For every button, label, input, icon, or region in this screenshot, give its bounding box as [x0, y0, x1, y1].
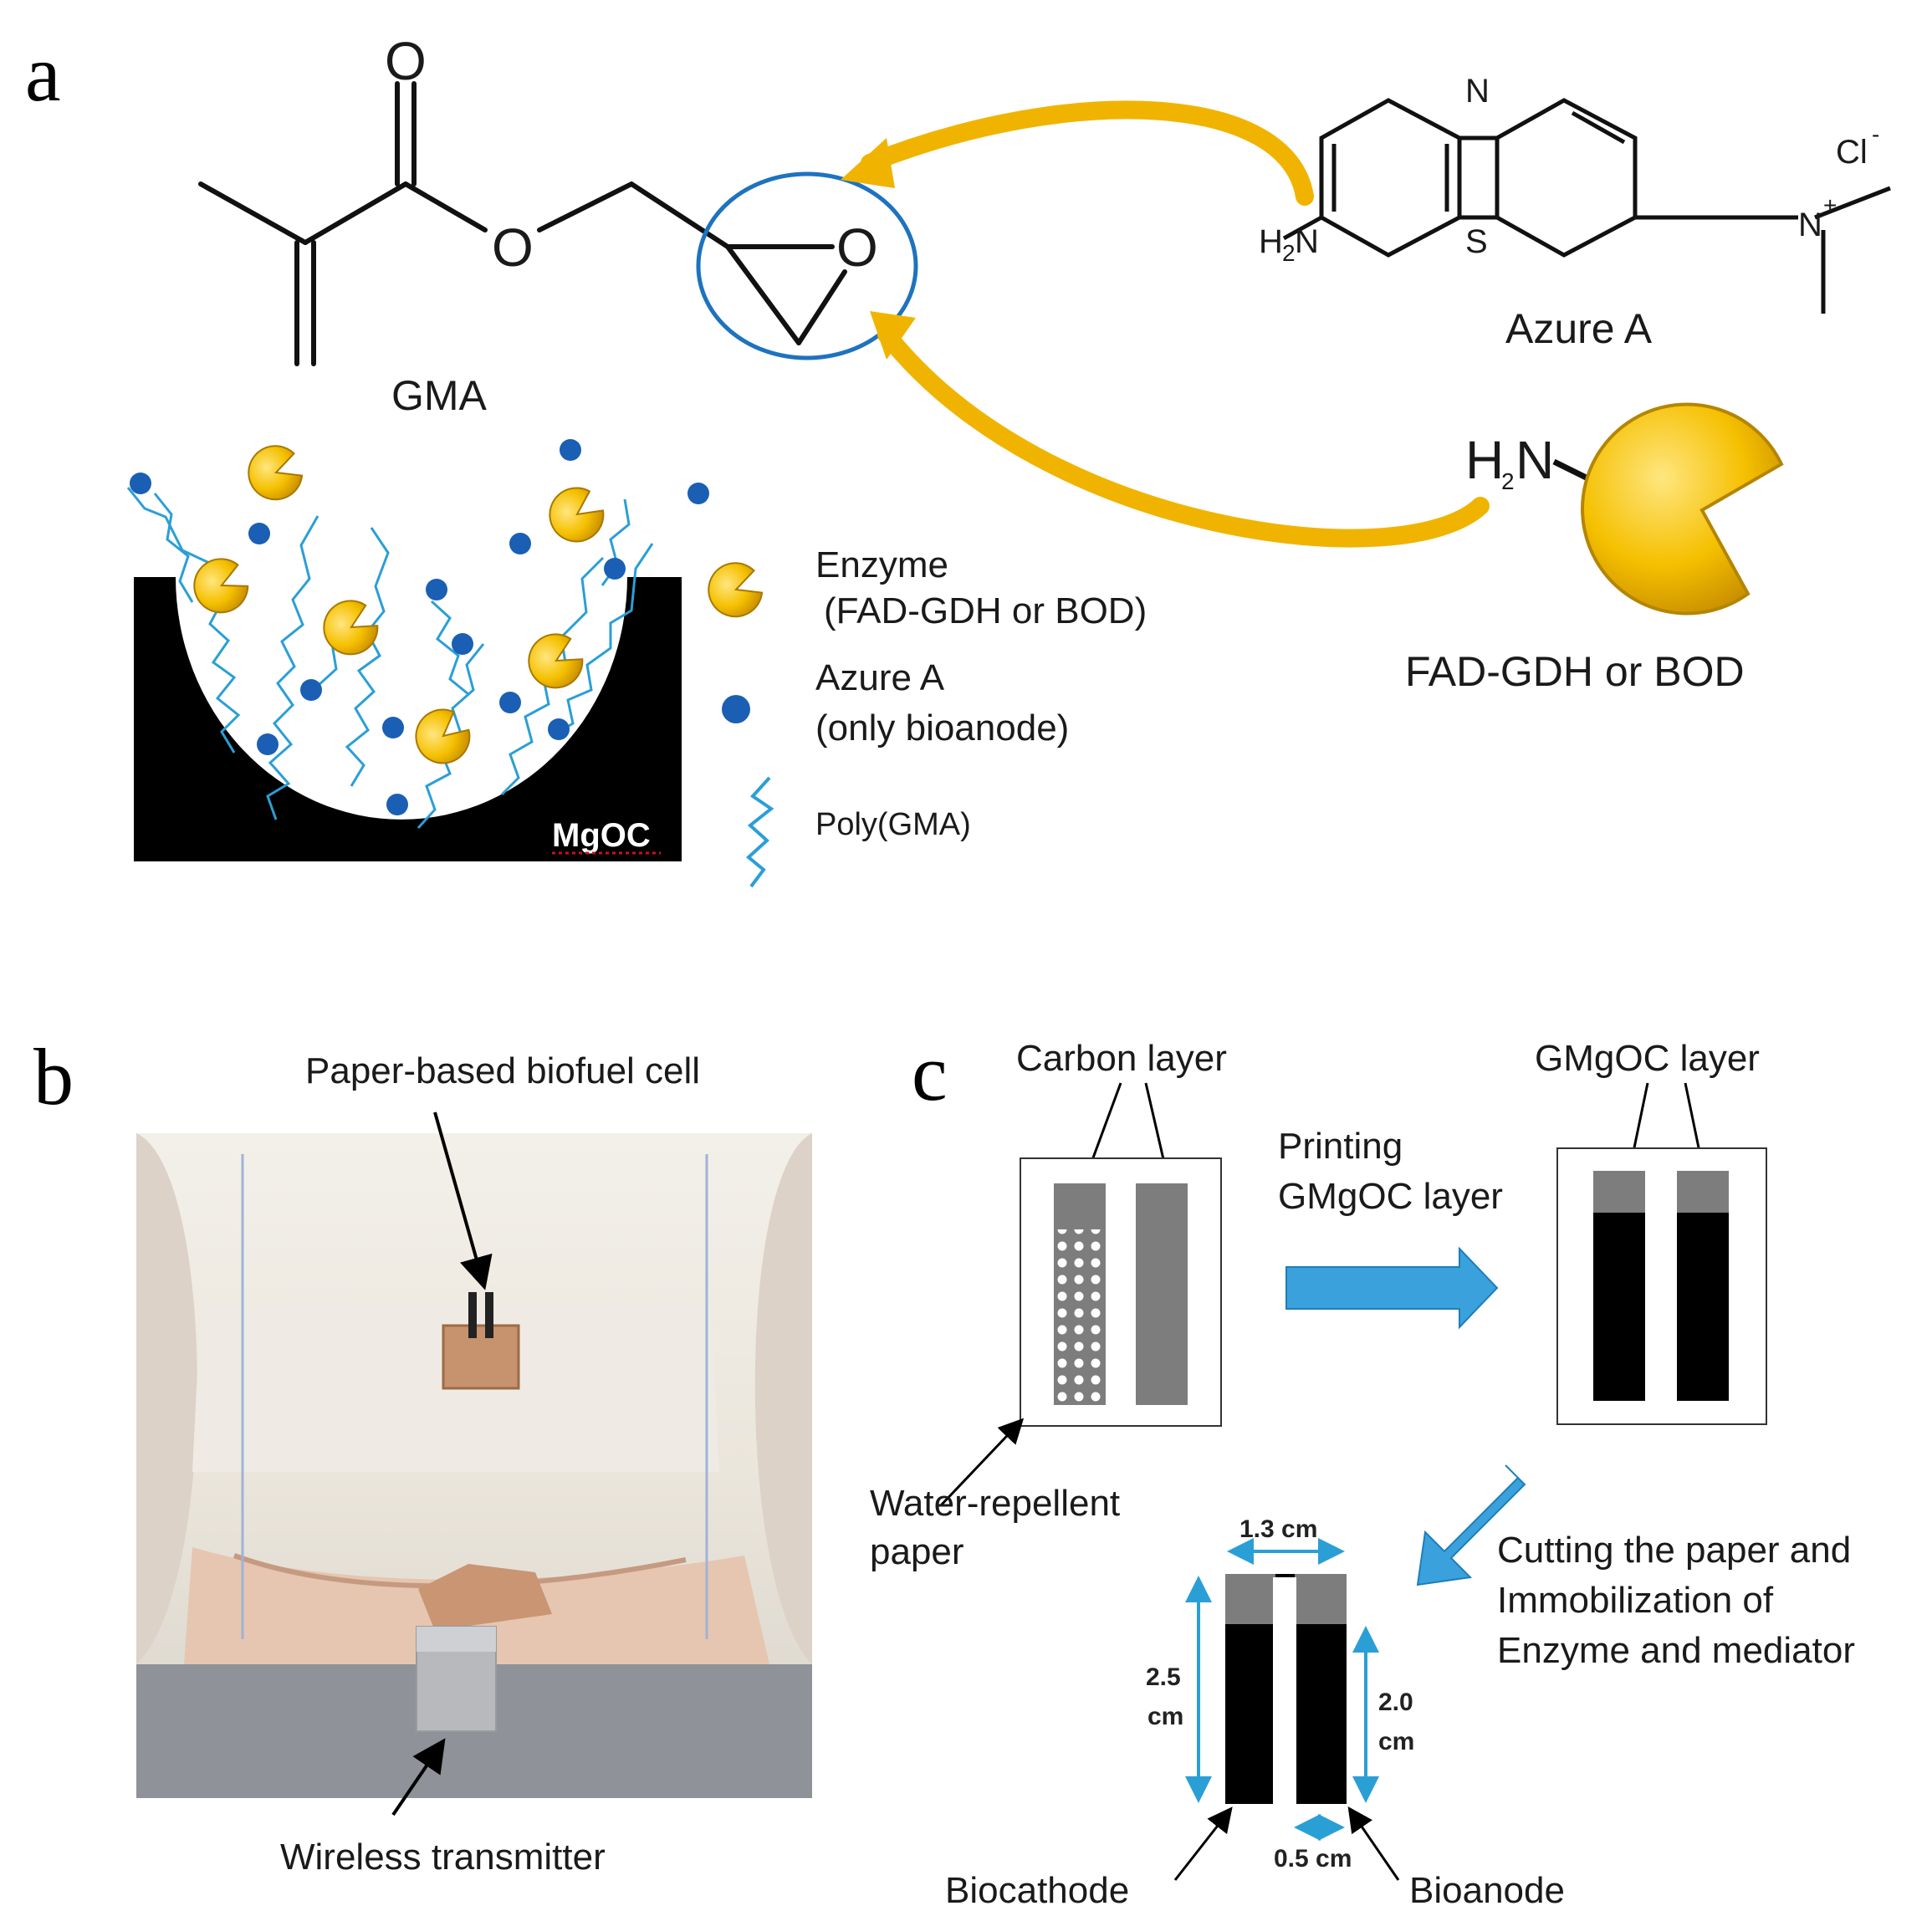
gmgoc-strip-left-top [1593, 1171, 1645, 1213]
legend-enzyme-line1: Enzyme [815, 544, 948, 585]
enzyme-amine-n: N [1515, 430, 1554, 490]
dim-width-label: 1.3 cm [1239, 1515, 1317, 1543]
gma-epoxide-oxygen: O [836, 217, 878, 278]
panel-b: b Paper-based biofuel cell Wireless tran… [33, 1032, 812, 1878]
printing-label-1: Printing [1278, 1126, 1403, 1167]
gma-carbonyl-oxygen: O [385, 31, 427, 91]
gma-structure [198, 81, 847, 366]
dim-height-active-unit: cm [1378, 1728, 1414, 1755]
epoxide-highlight-circle [696, 171, 918, 360]
azure-plus-charge: + [1823, 192, 1837, 218]
azure-amine-sub: 2 [1282, 240, 1296, 266]
paper-label-1: Water-repellent [870, 1483, 1120, 1524]
cutting-label-2: Immobilization of [1497, 1580, 1774, 1621]
cutting-label-3: Enzyme and mediator [1497, 1630, 1855, 1671]
dim-gap-label: 0.5 cm [1274, 1845, 1352, 1873]
biocathode-label: Biocathode [945, 1870, 1129, 1911]
transmitter-label: Wireless transmitter [280, 1837, 606, 1878]
dim-height-active-value: 2.0 [1378, 1689, 1413, 1716]
legend-poly-label: Poly(GMA) [815, 807, 971, 842]
diaper-photo [136, 1133, 812, 1798]
paper-pointer [939, 1418, 1025, 1507]
gma-label: GMA [391, 372, 488, 419]
arrow-azure-head [841, 138, 895, 188]
legend-poly-icon [745, 776, 774, 888]
azure-chloride: Cl [1836, 134, 1868, 171]
legend-enzyme-line2: (FAD-GDH or BOD) [824, 590, 1147, 631]
azure-chloride-charge: - [1872, 121, 1879, 147]
bioanode-label: Bioanode [1409, 1870, 1565, 1911]
arrow-enzyme-head [870, 311, 916, 360]
final-electrode [1225, 1574, 1347, 1804]
enzyme-amine-sub: 2 [1501, 468, 1515, 494]
azure-a-structure [1282, 98, 1891, 314]
enzyme-amine-h: H [1465, 430, 1504, 490]
paper-sheet-after [1556, 1147, 1767, 1425]
arrow-enzyme-to-epoxide [877, 325, 1490, 548]
cutting-label-1: Cutting the paper and [1497, 1530, 1851, 1571]
azure-amine-n: N [1295, 223, 1319, 260]
panel-a-letter: a [25, 28, 61, 118]
carbon-strip-dots [1054, 1229, 1106, 1405]
paper-sheet-before [1020, 1157, 1222, 1427]
dim-height-total-value: 2.5 [1146, 1663, 1181, 1691]
dim-height-total-unit: cm [1147, 1703, 1183, 1730]
azure-iminium-n: N [1798, 207, 1822, 243]
gmgoc-strip-right-top [1677, 1171, 1729, 1213]
azure-a-mediators [130, 439, 709, 815]
printing-arrow [1285, 1246, 1499, 1330]
printing-label-2: GMgOC layer [1278, 1176, 1503, 1217]
bioanode-pointer [1347, 1806, 1400, 1881]
carbon-strip-plain [1136, 1183, 1188, 1405]
cutting-arrow [1416, 1464, 1526, 1586]
arrow-azure-to-epoxide [861, 100, 1314, 206]
panel-c: c Carbon layer Printing GMgOC layer GMgO… [870, 1028, 1855, 1911]
poly-gma-chains [126, 487, 654, 830]
panel-a: a O O O GMA [25, 28, 1891, 888]
gma-ester-oxygen: O [492, 217, 534, 278]
azure-amine-h: H [1259, 223, 1283, 260]
legend-azure-icon [722, 695, 750, 723]
legend-azure-line2: (only bioanode) [815, 708, 1069, 749]
panel-b-letter: b [33, 1032, 74, 1121]
azure-s-atom: S [1465, 223, 1488, 260]
gmgoc-layer-label: GMgOC layer [1535, 1038, 1760, 1079]
transmitter-pointer [391, 1738, 446, 1816]
azure-a-label: Azure A [1505, 305, 1653, 352]
enzyme-label: FAD-GDH or BOD [1405, 648, 1745, 695]
legend-enzyme-icon [700, 555, 769, 626]
legend-azure-line1: Azure A [815, 657, 945, 698]
gmgoc-strip-left [1593, 1213, 1645, 1401]
panel-c-letter: c [912, 1028, 948, 1117]
biofuel-cell-label: Paper-based biofuel cell [305, 1050, 700, 1091]
biofuel-cell-pointer [433, 1111, 493, 1290]
mgoc-label: MgOC [552, 817, 651, 854]
gmgoc-strip-right [1677, 1213, 1729, 1401]
mgoc-pore [134, 577, 682, 861]
enzyme-pacman-large [1581, 402, 1784, 616]
paper-label-2: paper [870, 1531, 964, 1572]
biocathode-pointer [1173, 1806, 1233, 1881]
carbon-layer-label: Carbon layer [1016, 1038, 1227, 1079]
azure-n-atom: N [1465, 73, 1490, 110]
